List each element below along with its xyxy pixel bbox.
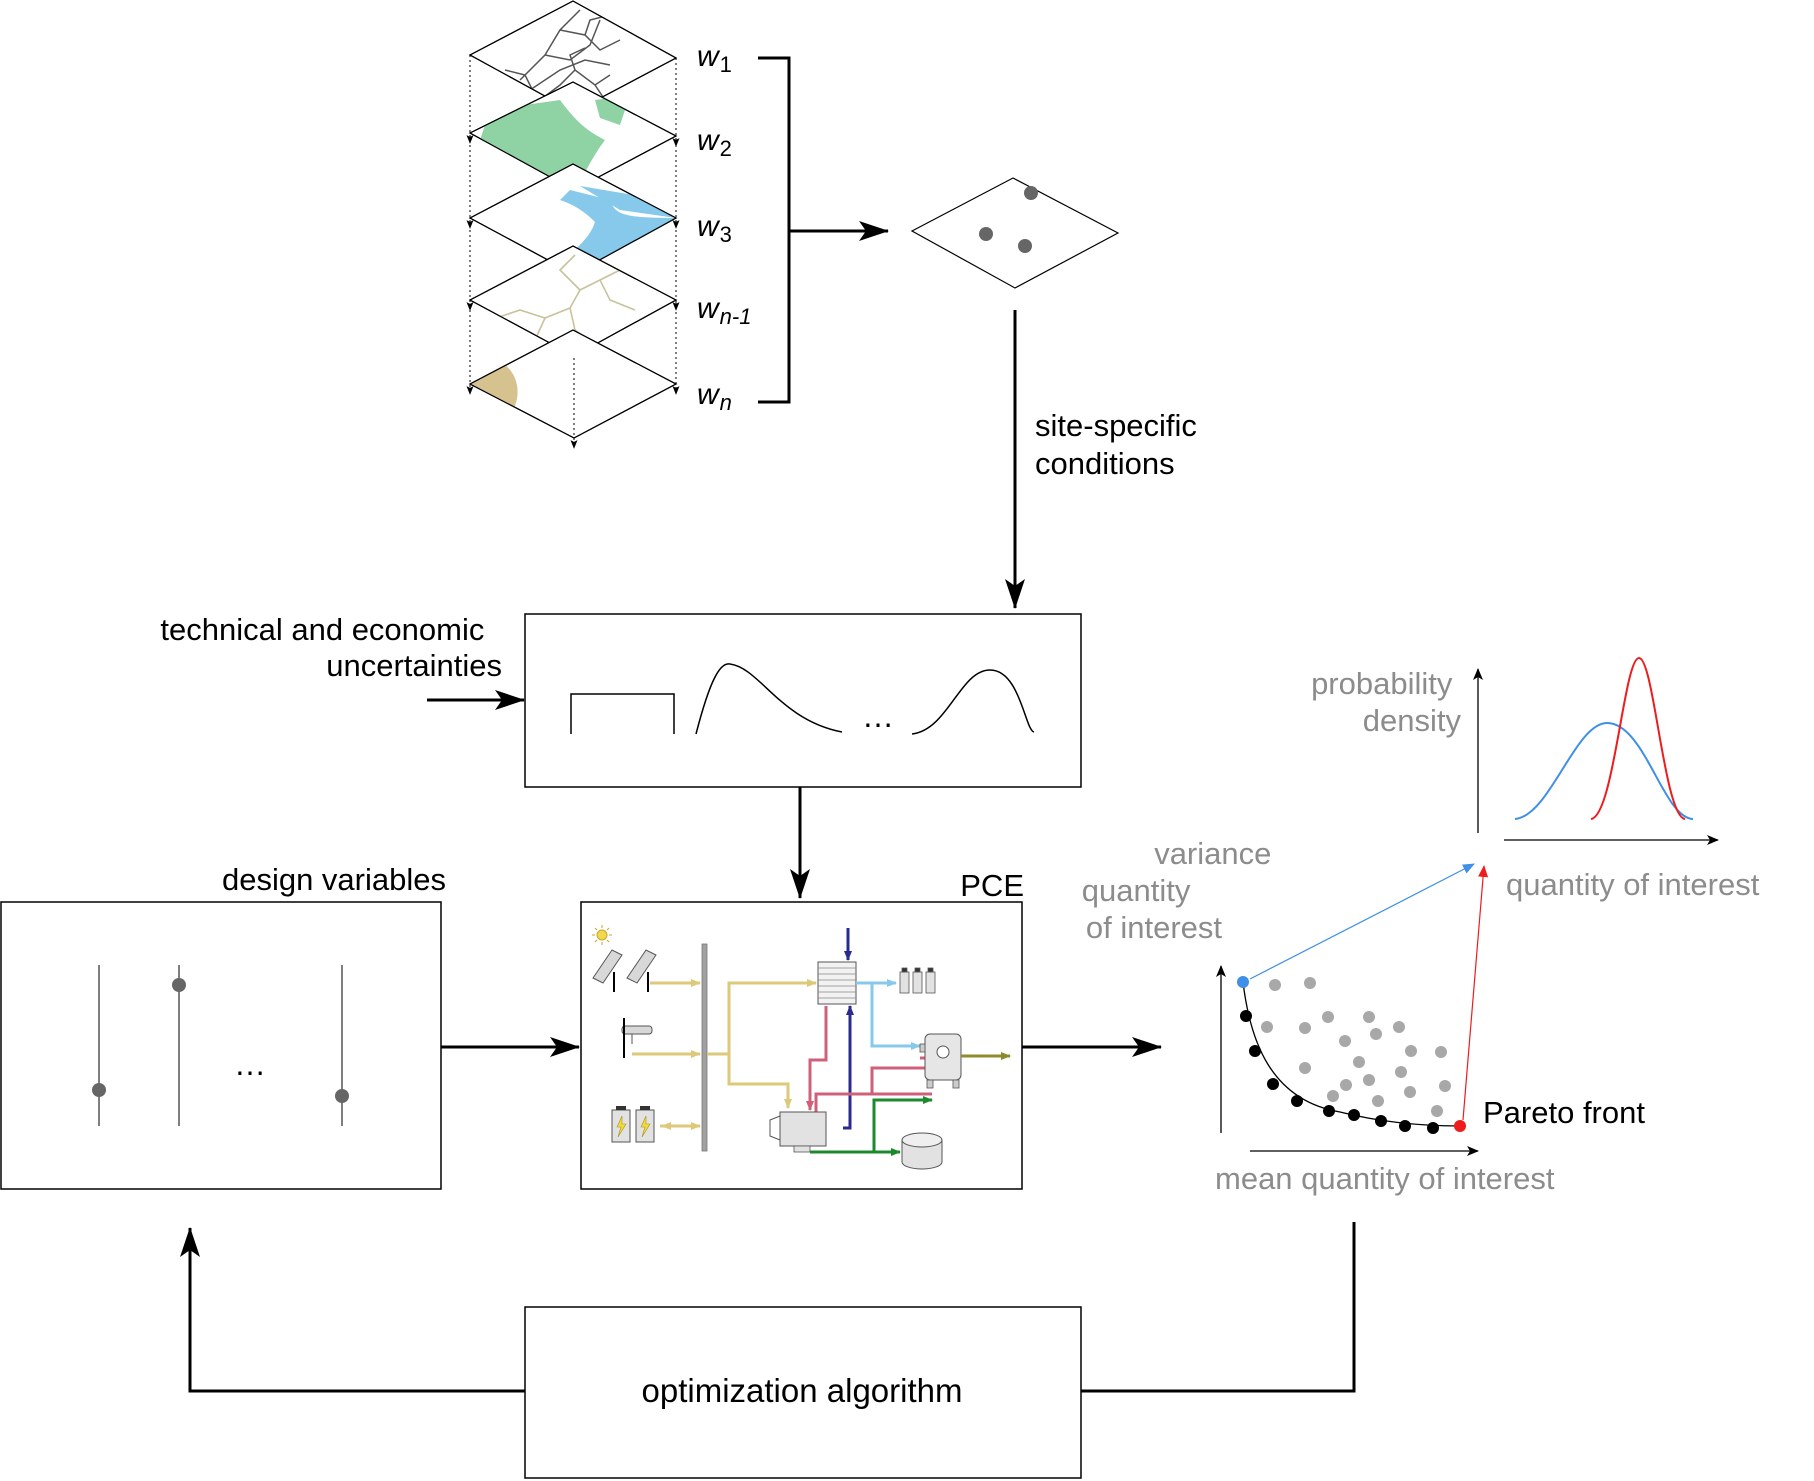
pareto-points xyxy=(1240,1010,1439,1134)
pdf-curve-red xyxy=(1590,656,1686,820)
sun-icon xyxy=(592,925,612,945)
design-points xyxy=(1261,977,1451,1117)
variance-label: variance quantity of interest xyxy=(1082,836,1280,945)
label-wn: wn xyxy=(697,378,732,415)
tanks-icon xyxy=(899,967,936,994)
battery-icon xyxy=(611,1106,655,1143)
pv-panel-icon xyxy=(592,949,657,992)
chp-unit-icon xyxy=(769,1111,827,1153)
uncertainties-label: technical and economic uncertainties xyxy=(160,612,502,683)
pdf-plot xyxy=(1473,656,1719,845)
design-variables-label: design variables xyxy=(222,862,446,897)
pareto-point-red xyxy=(1454,1120,1466,1132)
label-w2: w2 xyxy=(697,124,732,161)
design-variables-box xyxy=(0,901,442,1190)
optimization-label: optimization algorithm xyxy=(642,1372,963,1409)
arrow-pareto-to-optimizer xyxy=(1081,1222,1356,1393)
layer-stack xyxy=(466,0,680,449)
layer-paths xyxy=(468,245,678,357)
pce-label: PCE xyxy=(960,868,1024,903)
layer-blue xyxy=(468,163,678,275)
layers-bracket xyxy=(758,56,791,404)
layer-tan xyxy=(468,329,678,439)
heat-storage-icon xyxy=(817,961,857,1005)
pareto-point-blue xyxy=(1237,976,1249,988)
uncertainty-ellipsis: … xyxy=(862,698,894,734)
pareto-plot xyxy=(1216,863,1489,1156)
layer-green xyxy=(468,81,678,191)
layer-roads xyxy=(468,0,678,113)
design-ellipsis: … xyxy=(234,1046,266,1082)
site-specific-label: site-specific conditions xyxy=(1035,408,1206,481)
label-wn-1: wn-1 xyxy=(697,292,751,329)
pareto-front-label: Pareto front xyxy=(1483,1095,1645,1130)
label-w1: w1 xyxy=(697,40,732,77)
mean-qoi-label: mean quantity of interest xyxy=(1215,1161,1555,1196)
wind-turbine-icon xyxy=(621,1018,653,1058)
energy-system-schematic xyxy=(592,925,1011,1170)
pdf-curve-blue xyxy=(1514,721,1694,820)
storage-tank-icon xyxy=(901,1132,943,1170)
probability-density-label: probability density xyxy=(1311,666,1461,738)
pareto-curve xyxy=(1242,981,1461,1127)
arrow-optimizer-to-design xyxy=(180,1227,525,1393)
boiler-icon xyxy=(919,1033,962,1089)
design-sliders xyxy=(92,965,349,1126)
label-w3: w3 xyxy=(697,210,732,247)
site-map xyxy=(910,177,1120,289)
electric-bus xyxy=(701,943,708,1152)
uncertainty-box xyxy=(524,613,1082,788)
distribution-curves xyxy=(570,663,1035,735)
qoi-label: quantity of interest xyxy=(1506,867,1760,902)
